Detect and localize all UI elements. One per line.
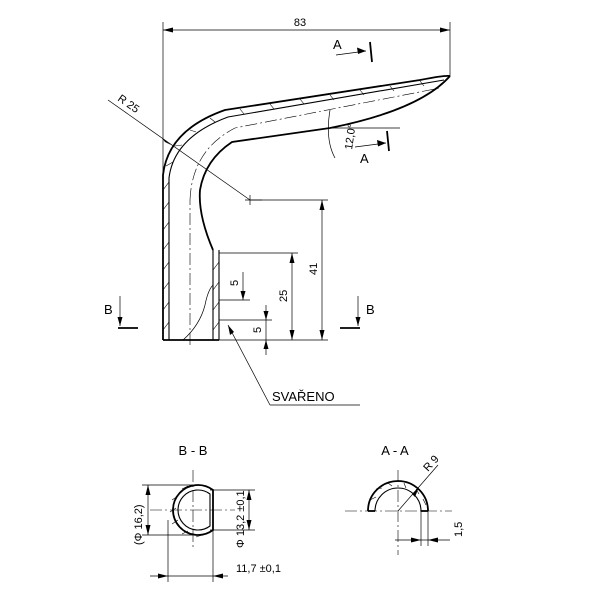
section-mark-b-left: B (104, 296, 138, 329)
section-b-left-label: B (104, 302, 113, 317)
dim-r25-label: R 25 (115, 93, 141, 116)
section-b-right-label: B (366, 302, 375, 317)
section-mark-b-right: B (340, 296, 375, 329)
dim-height-25: 25 (219, 252, 298, 340)
section-aa-title: A - A (381, 443, 409, 458)
dim-41-label: 41 (308, 263, 320, 275)
dim-outer-diameter-label: (Φ 16,2) (133, 504, 145, 545)
dim-83-label: 83 (294, 17, 306, 29)
dim-5-upper-label: 5 (229, 280, 241, 286)
section-bb-outer-wall (172, 484, 214, 536)
section-aa: A - A R 9 1,5 (345, 443, 465, 555)
dim-5-lower-label: 5 (252, 327, 264, 333)
section-a-bottom-label: A (360, 151, 369, 166)
section-bb-inner-wall (177, 489, 211, 531)
dim-flat-width-label: 11,7 ±0,1 (236, 563, 281, 575)
dim-height-41: 41 (219, 199, 328, 341)
weld-note-label: SVAŘENO (272, 389, 335, 404)
section-mark-a-bottom: A (354, 130, 390, 166)
dim-thickness-label: 1,5 (453, 522, 465, 537)
weld-seam (182, 284, 214, 341)
section-bb-title: B - B (179, 443, 208, 458)
weld-note: SVAŘENO (227, 324, 360, 406)
dim-5-upper: 5 (219, 272, 250, 301)
section-mark-a-top: A (333, 37, 373, 63)
tube-inner-wall (168, 79, 445, 340)
dim-overall-width: 83 (162, 17, 451, 175)
bent-tube-view (162, 74, 451, 345)
dim-5-lower: 5 (219, 305, 272, 355)
tube-outer-contour (162, 74, 451, 340)
tube-lower-contour (198, 75, 451, 251)
dim-25-label: 25 (278, 290, 290, 302)
section-bb: B - B (Φ 16,2) Φ 13,2 ±0,1 (133, 443, 281, 582)
wall-hatching (162, 80, 425, 331)
tube-leg-inner-side (212, 250, 220, 340)
dim-angle-label: 12,0° (343, 123, 358, 150)
dim-inner-diameter-label: Φ 13,2 ±0,1 (235, 490, 247, 548)
dim-bend-radius: R 25 (107, 93, 262, 205)
section-aa-inner-arc (374, 487, 422, 512)
dim-section-radius-label: R 9 (421, 453, 441, 474)
section-a-top-label: A (333, 37, 342, 52)
section-aa-hatching (369, 482, 427, 506)
bend-center-line (189, 87, 441, 201)
dim-angle: 12,0° (328, 109, 400, 159)
